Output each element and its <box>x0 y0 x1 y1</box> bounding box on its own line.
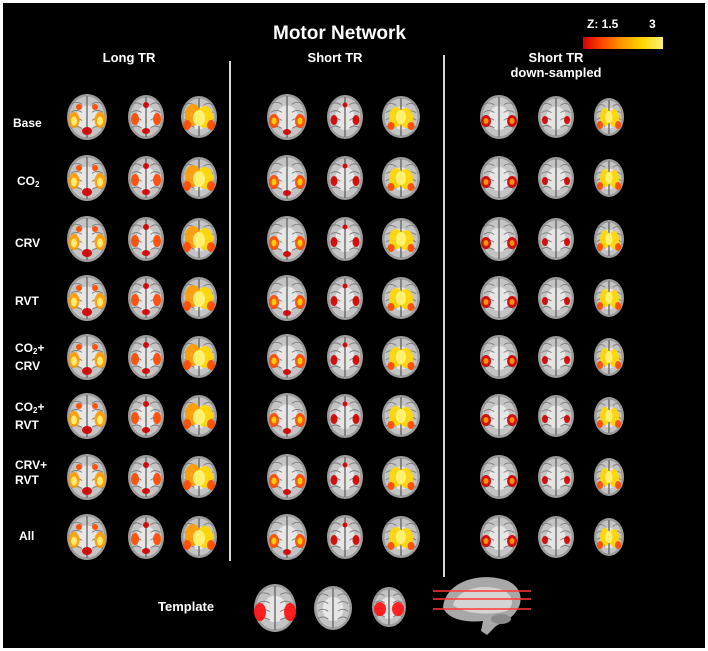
brain-slice-c3-r2-s2 <box>538 157 574 199</box>
brain-slice-c3-r2-s1 <box>480 156 518 200</box>
brain-slice-c2-r7-s2 <box>327 455 363 499</box>
motor-network-figure: Motor Network Z: 1.5 3 Long TR Short TR … <box>3 3 705 648</box>
brain-slice-c3-r5-s3 <box>594 338 624 376</box>
template-slice-2 <box>314 586 352 630</box>
brain-slice-c3-r7-s1 <box>480 455 518 499</box>
brain-slice-c1-r6-s2 <box>128 394 164 438</box>
brain-slice-c2-r5-s2 <box>327 335 363 379</box>
brain-slice-c1-r3-s1 <box>67 216 107 262</box>
brain-slice-c2-r4-s1 <box>267 275 307 321</box>
brain-slice-grid <box>67 94 624 635</box>
brain-slice-c2-r2-s1 <box>267 155 307 201</box>
brain-slice-c3-r8-s2 <box>538 516 574 558</box>
column-header-short-tr-downsampled: Short TR down-sampled <box>510 50 602 80</box>
row-label-base: Base <box>13 116 42 130</box>
brain-slice-c2-r5-s3 <box>382 336 420 378</box>
brain-slice-c1-r5-s2 <box>128 335 164 379</box>
brain-slice-c3-r7-s3 <box>594 458 624 496</box>
brain-slice-c2-r3-s1 <box>267 216 307 262</box>
brain-slice-c3-r8-s1 <box>480 515 518 559</box>
brain-slice-c1-r8-s1 <box>67 514 107 560</box>
brain-slice-c3-r8-s3 <box>594 518 624 556</box>
brain-slice-c1-r2-s2 <box>128 156 164 200</box>
row-label-crv: CRV <box>15 236 41 250</box>
template-sagittal-view <box>433 577 531 635</box>
brain-slice-c2-r8-s1 <box>267 514 307 560</box>
brain-slice-c3-r7-s2 <box>538 456 574 498</box>
template-slice-1 <box>254 584 296 632</box>
column-header-short-tr: Short TR <box>307 50 363 65</box>
z-score-colorbar <box>583 37 663 49</box>
brain-slice-c1-r5-s1 <box>67 334 107 380</box>
brain-slice-c2-r2-s2 <box>327 156 363 200</box>
brain-slice-c2-r6-s1 <box>267 393 307 439</box>
brain-slice-c3-r5-s1 <box>480 335 518 379</box>
brain-slice-c2-r5-s1 <box>267 334 307 380</box>
brain-slice-c1-r7-s3 <box>181 456 217 498</box>
brain-slice-c1-r3-s2 <box>128 217 164 261</box>
brain-slice-c1-r1-s3 <box>181 96 217 138</box>
brain-slice-c2-r4-s2 <box>327 276 363 320</box>
brain-slice-c1-r3-s3 <box>181 218 217 260</box>
brain-slice-c2-r8-s3 <box>382 516 420 558</box>
brain-slice-c3-r1-s3 <box>594 98 624 136</box>
brain-slice-c1-r7-s1 <box>67 454 107 500</box>
brain-slice-c2-r1-s2 <box>327 95 363 139</box>
brain-slice-c3-r6-s3 <box>594 397 624 435</box>
row-label-co2-crv: CO2+ CRV <box>15 341 45 373</box>
brain-slice-c1-r8-s2 <box>128 515 164 559</box>
colorbar-max-label: 3 <box>649 17 656 31</box>
row-label-rvt: RVT <box>15 294 39 308</box>
brain-slice-c1-r4-s1 <box>67 275 107 321</box>
brain-slice-c3-r3-s2 <box>538 218 574 260</box>
template-label: Template <box>158 599 215 614</box>
brain-slice-c1-r1-s2 <box>128 95 164 139</box>
brain-slice-c3-r1-s1 <box>480 95 518 139</box>
column-divider-2 <box>443 55 445 577</box>
brain-slice-c1-r4-s3 <box>181 277 217 319</box>
brain-slice-c3-r6-s2 <box>538 395 574 437</box>
row-label-crv-rvt: CRV+ RVT <box>15 458 48 487</box>
brain-slice-c2-r2-s3 <box>382 157 420 199</box>
brain-slice-c3-r1-s2 <box>538 96 574 138</box>
brain-slice-c2-r1-s1 <box>267 94 307 140</box>
brain-slice-c3-r4-s3 <box>594 279 624 317</box>
brain-slice-c2-r3-s2 <box>327 217 363 261</box>
brain-slice-c1-r6-s1 <box>67 393 107 439</box>
row-label-all: All <box>19 529 35 543</box>
brain-slice-c2-r3-s3 <box>382 218 420 260</box>
brain-slice-c2-r1-s3 <box>382 96 420 138</box>
brain-slice-c2-r6-s2 <box>327 394 363 438</box>
brain-slice-c1-r2-s1 <box>67 155 107 201</box>
brain-slice-c3-r4-s2 <box>538 277 574 319</box>
brain-slice-c1-r8-s3 <box>181 516 217 558</box>
brain-slice-c1-r5-s3 <box>181 336 217 378</box>
column-divider-1 <box>229 61 231 561</box>
brain-slice-c2-r7-s3 <box>382 456 420 498</box>
template-slice-3 <box>372 587 406 627</box>
brain-slice-c2-r7-s1 <box>267 454 307 500</box>
brain-slice-c3-r3-s3 <box>594 220 624 258</box>
column-header-long-tr: Long TR <box>102 50 156 65</box>
brain-slice-c3-r3-s1 <box>480 217 518 261</box>
brain-slice-c1-r4-s2 <box>128 276 164 320</box>
figure-title: Motor Network <box>273 23 406 44</box>
brain-slice-c3-r4-s1 <box>480 276 518 320</box>
brain-slice-c2-r8-s2 <box>327 515 363 559</box>
brain-slice-c1-r7-s2 <box>128 455 164 499</box>
brain-slice-c2-r4-s3 <box>382 277 420 319</box>
brain-slice-c3-r6-s1 <box>480 394 518 438</box>
colorbar-min-label: Z: 1.5 <box>587 17 619 31</box>
brain-slice-c1-r1-s1 <box>67 94 107 140</box>
brain-slice-c3-r2-s3 <box>594 159 624 197</box>
brain-slice-c3-r5-s2 <box>538 336 574 378</box>
brain-slice-c1-r6-s3 <box>181 395 217 437</box>
brain-slice-c1-r2-s3 <box>181 157 217 199</box>
row-label-co2-rvt: CO2+ RVT <box>15 400 45 432</box>
brain-slice-c2-r6-s3 <box>382 395 420 437</box>
row-label-co2: CO2 <box>17 174 40 189</box>
